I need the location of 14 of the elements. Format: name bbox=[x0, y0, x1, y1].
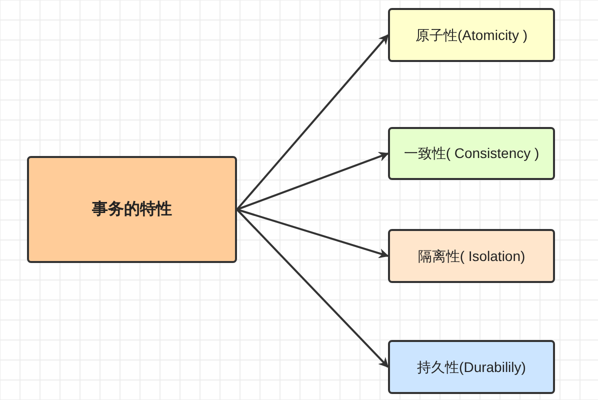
box-label: 事务的特性 bbox=[92, 200, 172, 220]
box-label: 持久性(Durabilily) bbox=[417, 358, 526, 377]
process-box bbox=[388, 340, 555, 394]
box-label: 原子性(Atomicity ) bbox=[416, 26, 528, 45]
arrow bbox=[236, 34, 389, 210]
process-box bbox=[388, 8, 555, 62]
process-box bbox=[388, 229, 555, 283]
arrow bbox=[236, 152, 389, 210]
arrow bbox=[236, 208, 389, 368]
box-label: 一致性( Consistency ) bbox=[404, 144, 540, 163]
process-box bbox=[27, 156, 237, 263]
process-box bbox=[388, 127, 555, 180]
box-label: 隔离性( Isolation) bbox=[418, 246, 526, 266]
arrow bbox=[236, 208, 389, 258]
